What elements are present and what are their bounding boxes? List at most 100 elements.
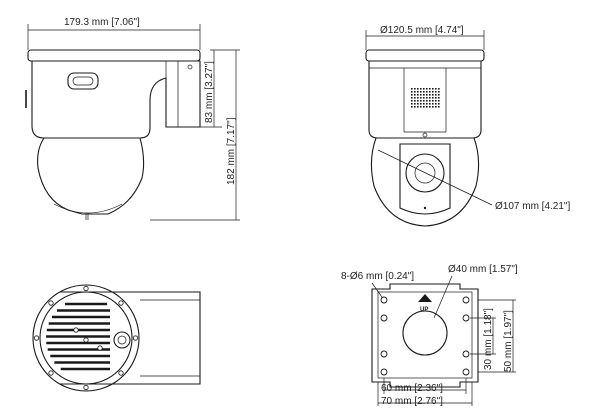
grille-dot (426, 88, 428, 90)
grille-dot (432, 106, 434, 108)
mount-h-outer-label: 70 mm [2.76"] (381, 396, 443, 407)
grille-dot (423, 106, 425, 108)
grille-dot (411, 94, 413, 96)
grille-dot (429, 88, 431, 90)
base-fins (46, 302, 110, 371)
grille-dot (435, 106, 437, 108)
grille-dot (432, 88, 434, 90)
grille-dot (423, 103, 425, 105)
side-body-height-label: 83 mm [3.27"] (204, 61, 215, 123)
grille-dot (420, 100, 422, 102)
side-view: 179.3 mm [7.06"] 83 mm [3.27"] 182 mm [7… (25, 17, 240, 221)
mount-holes (380, 296, 470, 376)
grille-dot (417, 88, 419, 90)
grille-dot (417, 97, 419, 99)
mount-hole (462, 350, 470, 358)
mount-hole (380, 314, 388, 322)
mount-h-inner-label: 60 mm [2.36"] (381, 383, 443, 394)
mount-center-hole-label: Ø40 mm [1.57"] (448, 264, 518, 275)
grille-dot (426, 91, 428, 93)
mount-hole (462, 368, 470, 376)
grille-dot (435, 97, 437, 99)
mount-hole (462, 314, 470, 322)
grille-dot (423, 91, 425, 93)
grille-dot (414, 91, 416, 93)
grille-dot (435, 94, 437, 96)
grille-dot (438, 106, 440, 108)
grille-dot (429, 106, 431, 108)
grille-dot (414, 100, 416, 102)
grille-dot (438, 94, 440, 96)
mount-v-outer-label: 50 mm [1.97"] (503, 310, 514, 372)
grille-dot (411, 97, 413, 99)
grille-dot (432, 103, 434, 105)
grille-dot (438, 103, 440, 105)
grille-dot (411, 100, 413, 102)
grille-dot (423, 100, 425, 102)
grille-dot (420, 88, 422, 90)
mount-hole (380, 296, 388, 304)
mount-hole (380, 350, 388, 358)
base-screw (83, 337, 89, 343)
grille-dot (423, 94, 425, 96)
grille-dot (435, 103, 437, 105)
side-width-label: 179.3 mm [7.06"] (64, 17, 140, 28)
base-screw (48, 300, 54, 306)
grille-dot (417, 91, 419, 93)
base-screw (118, 300, 124, 306)
grille-dot (411, 103, 413, 105)
grille-dot (438, 88, 440, 90)
grille-dot (411, 91, 413, 93)
mount-up-label: UP (420, 307, 428, 313)
base-screw (132, 335, 139, 341)
grille-dot (414, 106, 416, 108)
grille-dot (417, 94, 419, 96)
base-screw (73, 327, 79, 333)
base-screw (83, 384, 89, 391)
grille-dot (417, 103, 419, 105)
grille-dot (429, 97, 431, 99)
grille-dot (438, 100, 440, 102)
grille-dot (429, 100, 431, 102)
speaker-grille (411, 88, 440, 108)
grille-dot (420, 91, 422, 93)
base-screw (48, 370, 54, 376)
grille-dot (414, 97, 416, 99)
grille-dot (429, 91, 431, 93)
grille-dot (420, 94, 422, 96)
grille-dot (423, 97, 425, 99)
side-total-height-label: 182 mm [7.17"] (226, 117, 237, 185)
grille-dot (420, 106, 422, 108)
grille-dot (417, 106, 419, 108)
grille-dot (414, 88, 416, 90)
front-view: Ø120.5 mm [4.74"] Ø107 mm [4.21"] (365, 25, 570, 227)
mount-hole (462, 296, 470, 304)
grille-dot (423, 88, 425, 90)
base-screw (83, 285, 89, 292)
grille-dot (435, 91, 437, 93)
mount-holes-label: 8-Ø6 mm [0.24"] (341, 271, 414, 282)
grille-dot (414, 103, 416, 105)
mount-v-inner-label: 30 mm [1.18"] (483, 308, 494, 370)
grille-dot (432, 97, 434, 99)
grille-dot (426, 94, 428, 96)
grille-dot (414, 94, 416, 96)
mount-hole (380, 368, 388, 376)
base-screw (97, 345, 103, 351)
base-screw (118, 370, 124, 376)
front-top-diameter-label: Ø120.5 mm [4.74"] (380, 25, 464, 36)
grille-dot (426, 103, 428, 105)
grille-dot (429, 94, 431, 96)
mount-view: 8-Ø6 mm [0.24"] Ø40 mm [1.57"] UP 30 mm … (341, 264, 518, 407)
grille-dot (435, 100, 437, 102)
base-screws (33, 285, 139, 391)
grille-dot (417, 100, 419, 102)
grille-dot (411, 88, 413, 90)
front-dome-diameter-label: Ø107 mm [4.21"] (495, 201, 570, 212)
grille-dot (429, 103, 431, 105)
grille-dot (432, 100, 434, 102)
grille-dot (426, 106, 428, 108)
grille-dot (411, 106, 413, 108)
grille-dot (432, 91, 434, 93)
